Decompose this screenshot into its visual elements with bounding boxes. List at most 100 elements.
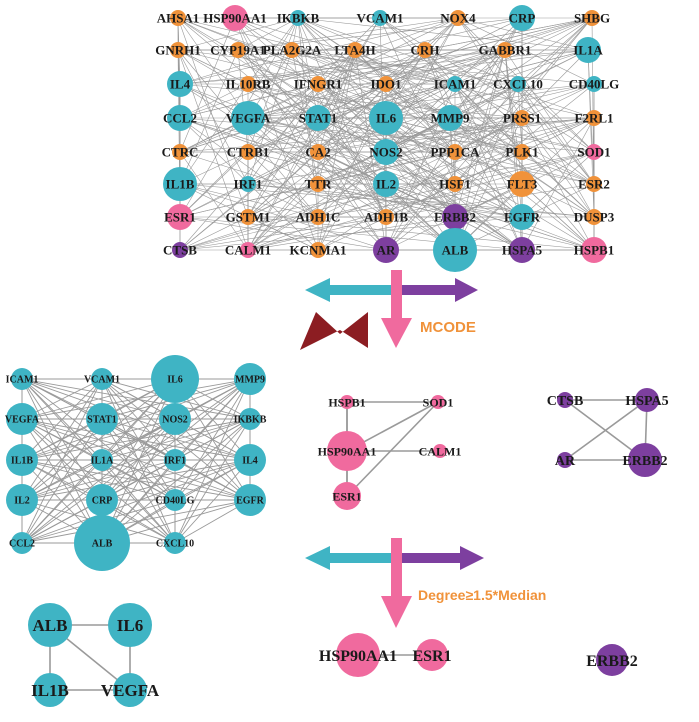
node-label: ALB [442,243,469,258]
cluster-1-edge [21,418,251,501]
node-circle [327,431,367,471]
node-circle [340,395,354,409]
node-label: IL4 [242,456,258,467]
full-network-node-alb: ALB [433,228,477,272]
node-circle [347,42,363,58]
node-label: PPP1CA [430,145,480,160]
full-network-edge [179,49,239,185]
full-network-node-il4: IL4 [167,71,193,97]
full-network-edge [297,17,589,51]
node-label: LTA4H [334,43,375,58]
full-network-node-mmp9: MMP9 [431,105,470,131]
full-network-edge [457,17,595,85]
node-circle [240,242,256,258]
full-network-edge [449,83,595,119]
node-label: ESR1 [164,210,196,225]
cluster-2-node-hspb1: HSPB1 [328,395,366,409]
full-network-edge [517,83,595,218]
node-circle [74,515,130,571]
full-network-edge [291,49,456,85]
cluster-1-edge [21,378,176,420]
node-label: PLK1 [505,145,538,160]
node-label: IKBKB [234,415,267,426]
node-label: CD40LG [156,496,195,507]
cluster-1-edge [174,378,251,544]
cluster-1-node-mmp9: MMP9 [234,363,266,395]
node-circle [378,76,394,92]
node-circle [433,444,447,458]
mcode-label: MCODE [420,319,476,336]
cluster-1-node-cd40lg: CD40LG [156,489,195,511]
cluster-1-edge [101,418,251,544]
node-circle [509,171,535,197]
full-network-edge [247,117,451,218]
node-circle [167,105,193,131]
full-network-edge [521,151,595,218]
node-label: F2RL1 [575,111,614,126]
node-circle [557,452,573,468]
node-circle [167,71,193,97]
full-network-node-sod1: SOD1 [577,144,611,160]
cluster-1-node-vcam1: VCAM1 [84,368,120,390]
full-network-node-esr2: ESR2 [578,176,610,192]
cluster-2-edge [346,401,439,497]
right-arrow-purple-1 [402,278,478,302]
full-network-node-egfr: EGFR [504,204,541,230]
node-circle [290,10,306,26]
cluster-1-node-egfr: EGFR [234,484,266,516]
node-label: IRF1 [234,177,263,192]
full-network-edge [247,49,506,85]
full-network-edge [237,17,523,51]
node-circle [172,144,188,160]
full-network-node-ahsa1: AHSA1 [157,10,199,26]
node-label: AR [555,454,576,469]
node-circle [509,237,535,263]
node-circle [240,144,256,160]
node-circle [635,388,659,412]
full-network-edge [457,17,589,51]
full-network-node-cd40lg: CD40LG [569,76,619,92]
full-network-edge [234,17,319,185]
full-network-node-prss1: PRSS1 [503,110,541,126]
node-circle [234,363,266,395]
node-circle [172,242,188,258]
node-label: STAT1 [299,111,338,126]
node-label: EGFR [236,496,265,507]
full-network-edge [291,49,387,85]
full-network-edge [247,49,293,185]
full-network-edge [385,183,595,218]
node-label: ESR2 [578,177,610,192]
full-network-edge [237,49,249,153]
full-network-edge [179,17,459,85]
full-network-edge [237,17,459,51]
full-network-edge [247,216,595,251]
node-circle [373,171,399,197]
full-network-edge [247,151,319,185]
full-network-edge [317,49,589,85]
node-circle [6,444,38,476]
node-label: NOX4 [440,11,476,26]
full-network-edge [247,83,319,185]
full-network-node-ar: AR [373,237,399,263]
full-network-edge [247,151,387,185]
node-circle [310,242,326,258]
node-label: ERBB2 [622,454,667,469]
hub-3-node-erbb2: ERBB2 [586,644,638,676]
node-label: CCL2 [163,111,197,126]
full-network-node-calm1: CALM1 [225,242,271,258]
node-label: STAT1 [87,415,117,426]
node-label: IL6 [376,111,397,126]
hub-1-node-il1b: IL1B [31,673,69,707]
node-circle [222,5,248,31]
full-network-edge [521,117,595,218]
cluster-2-node-calm1: CALM1 [419,444,461,458]
full-network-node-adh1c: ADH1C [296,209,340,225]
node-label: SOD1 [577,145,610,160]
node-circle [333,482,361,510]
node-label: CXCL10 [493,77,543,92]
full-network-edge [179,151,523,251]
node-circle [11,368,33,390]
node-label: IKBKB [277,11,320,26]
full-network-edge [247,83,456,119]
